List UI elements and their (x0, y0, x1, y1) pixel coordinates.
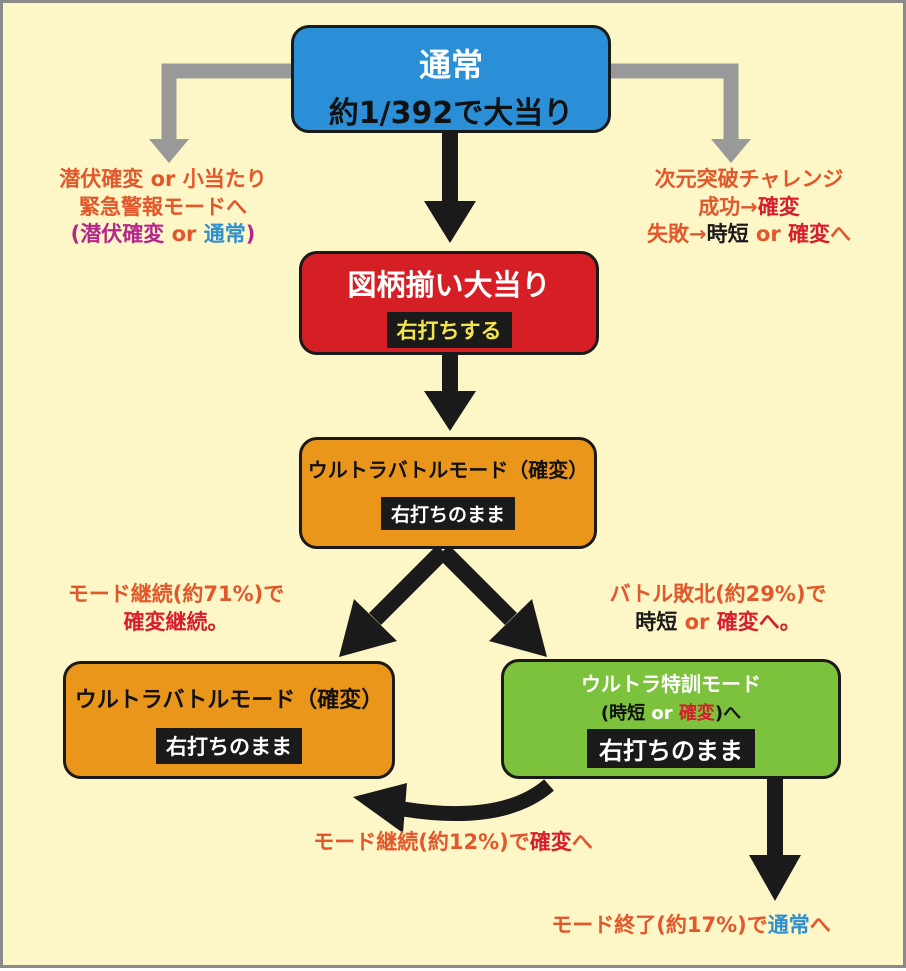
note-continue-71-line1: モード継続(約71%)で (67, 582, 285, 606)
fail-text: 失敗→ (646, 222, 707, 247)
node-normal-probability: 約1/392で大当り (328, 96, 574, 131)
paren-open: ( (70, 222, 81, 247)
node-ultra-training-tag: 右打ちのまま (587, 729, 755, 768)
normal-text: 通常 (203, 222, 246, 247)
kakuhen-text: 確変 (757, 194, 800, 219)
node-ultra-battle-continue-tag: 右打ちのまま (156, 728, 302, 764)
note-dimension-challenge: 次元突破チャレンジ 成功→確変 失敗→時短 or 確変へ (599, 166, 899, 249)
note-senpuku-branch: 潜伏確変 or 小当たり 緊急警報モードへ (潜伏確変 or 通常) (13, 166, 313, 249)
he-text: へ (571, 830, 593, 854)
or-text: or (755, 222, 781, 247)
kakuhen2-text: 確変 (788, 222, 831, 247)
note-end-17-prefix: モード終了(約17%)で (551, 913, 768, 937)
kakuhen-text: 確変 (678, 703, 715, 724)
node-jackpot-tag: 右打ちする (386, 312, 512, 348)
note-mode-continue-12: モード継続(約12%)で確変へ (243, 829, 663, 857)
jitan-text: 時短 (706, 222, 749, 247)
kakuhen-text: 確変へ。 (716, 609, 801, 634)
node-ultra-training-subtitle: (時短 or 確変)へ (504, 699, 838, 725)
node-ultra-training-title: ウルトラ特訓モード (581, 672, 761, 696)
note-challenge-line2: 成功→確変 (599, 194, 899, 222)
suffix-text: )へ (714, 703, 742, 724)
note-senpuku-line2: 緊急警報モードへ (79, 194, 247, 219)
note-lose-29-line1: バトル敗北(約29%)で (609, 582, 827, 606)
he-text: へ (809, 913, 831, 937)
arrow-normal-to-right-note (611, 63, 751, 163)
note-mode-continue-71: モード継続(約71%)で 確変継続。 (11, 581, 341, 636)
note-mode-end-17: モード終了(約17%)で通常へ (481, 912, 901, 940)
note-continue-71-line2: 確変継続。 (123, 609, 229, 634)
arrow-normal-to-left-note (149, 63, 291, 163)
arrow-jackpot-to-ultra (424, 355, 476, 431)
arrow-ultra-branch-left (339, 544, 450, 657)
normal-text: 通常 (767, 913, 810, 937)
kakuhen-text: 確変 (529, 830, 572, 854)
flow-arrows (149, 63, 801, 901)
node-ultra-battle-continue-title: ウルトラバトルモード（確変） (74, 688, 384, 713)
jitan-text: 時短 (635, 609, 678, 634)
note-challenge-line1: 次元突破チャレンジ (654, 167, 844, 191)
node-jackpot-title: 図柄揃い大当り (347, 268, 551, 302)
node-ultra-training: ウルトラ特訓モード (時短 or 確変)へ 右打ちのまま (501, 659, 841, 779)
node-ultra-battle-title: ウルトラバトルモード（確変） (307, 458, 589, 482)
senpuku-text: 潜伏確変 (80, 222, 165, 247)
node-jackpot: 図柄揃い大当り 右打ちする (299, 251, 599, 355)
note-continue-12-prefix: モード継続(約12%)で (313, 830, 530, 854)
note-senpuku-line1: 潜伏確変 or 小当たり (59, 167, 267, 191)
arrow-ultra-branch-right (436, 544, 547, 657)
note-senpuku-line3: (潜伏確変 or 通常) (13, 221, 313, 249)
paren-close: ) (245, 222, 256, 247)
note-challenge-line3: 失敗→時短 or 確変へ (599, 221, 899, 249)
success-text: 成功→ (698, 194, 758, 219)
or-text: or (171, 222, 197, 247)
node-normal: 通常 約1/392で大当り (291, 25, 611, 133)
node-ultra-battle-tag: 右打ちのまま (380, 497, 515, 530)
arrow-training-to-end (749, 779, 801, 901)
node-ultra-battle-continue: ウルトラバトルモード（確変） 右打ちのまま (63, 661, 395, 779)
note-battle-lose-29: バトル敗北(約29%)で 時短 or 確変へ。 (543, 581, 893, 636)
or-text: or (684, 609, 710, 634)
arrow-normal-to-jackpot (424, 133, 476, 243)
or-text: or (651, 703, 673, 724)
paren-open: ( (600, 703, 610, 724)
note-lose-29-line2: 時短 or 確変へ。 (543, 609, 893, 637)
he-text: へ (830, 222, 852, 247)
node-ultra-battle: ウルトラバトルモード（確変） 右打ちのまま (299, 437, 597, 549)
node-normal-title: 通常 (418, 46, 483, 84)
jitan-text: 時短 (609, 703, 646, 724)
arrow-training-to-ultra-left (353, 779, 554, 833)
